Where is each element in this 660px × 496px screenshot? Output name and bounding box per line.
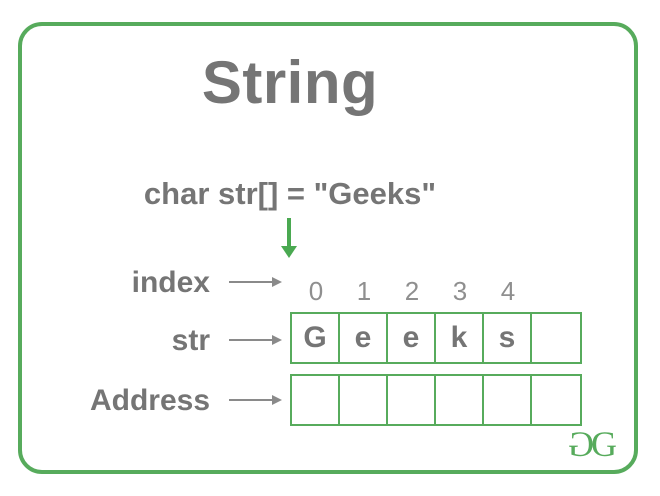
address-array-cell [292, 376, 340, 424]
str-array-cell: e [340, 314, 388, 362]
index-number: 4 [500, 276, 516, 306]
address-array-cell [340, 376, 388, 424]
logo-left-g: G [568, 424, 594, 464]
index-number: 0 [308, 276, 324, 306]
arrow-down-icon [281, 218, 297, 258]
index-number: 1 [356, 276, 372, 306]
index-arrow-right-icon [229, 277, 282, 287]
str-array: G e e k s [290, 312, 582, 364]
str-array-cell: k [436, 314, 484, 362]
index-number: 2 [404, 276, 420, 306]
logo-right-g: G [591, 424, 617, 464]
str-array-cell: G [292, 314, 340, 362]
code-declaration: char str[] = "Geeks" [143, 176, 437, 211]
geeksforgeeks-logo: GG [568, 424, 617, 464]
page-title: String [201, 49, 379, 116]
str-array-cell: s [484, 314, 532, 362]
index-number: 3 [452, 276, 468, 306]
str-array-cell: e [388, 314, 436, 362]
address-row-label: Address [89, 384, 210, 417]
address-array-cell [388, 376, 436, 424]
str-row-label: str [171, 324, 210, 357]
index-row-label: index [131, 266, 210, 299]
address-array-cell [532, 376, 580, 424]
address-array-cell [484, 376, 532, 424]
address-arrow-right-icon [229, 395, 282, 405]
str-array-cell [532, 314, 580, 362]
address-array [290, 374, 582, 426]
index-numbers-row: 0 1 2 3 4 [292, 278, 532, 304]
str-arrow-right-icon [229, 335, 282, 345]
address-array-cell [436, 376, 484, 424]
